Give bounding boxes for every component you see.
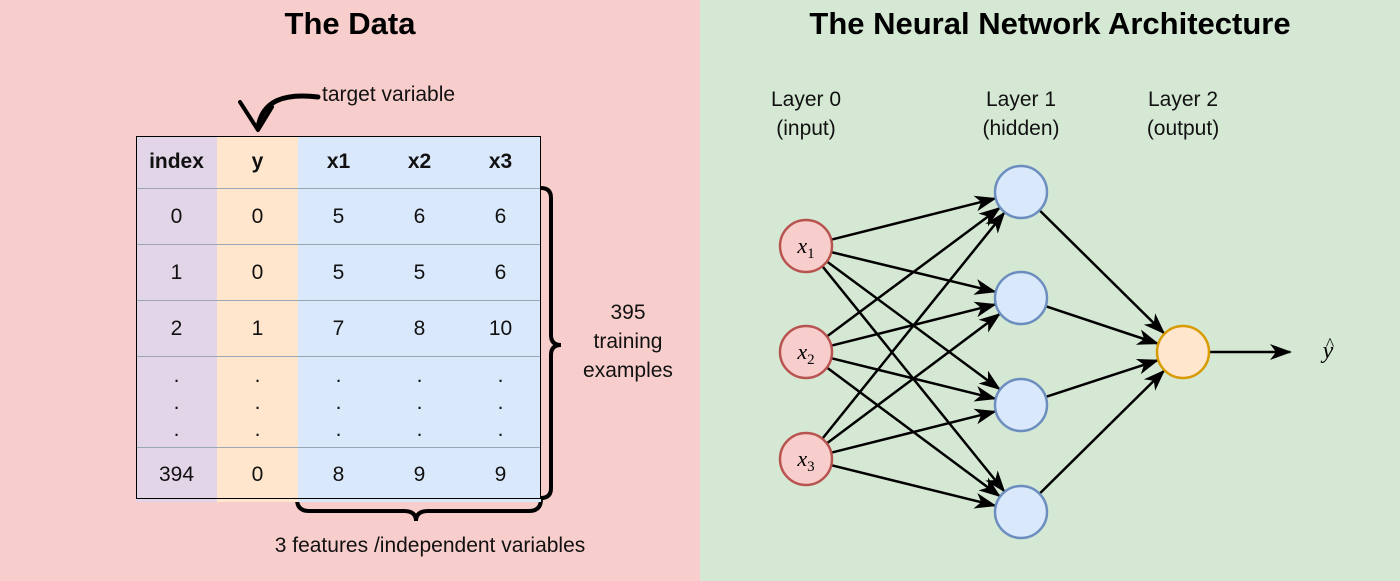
header-y: y: [217, 136, 298, 189]
table-cell: 6: [379, 188, 460, 245]
layer-0-role: (input): [776, 117, 836, 140]
hidden-node-2: [993, 270, 1049, 326]
table-cell: 1: [136, 244, 217, 301]
edge-input-3-hidden-1: [821, 211, 1006, 440]
layer-1-role: (hidden): [982, 117, 1060, 140]
training-examples-label: 395 training examples: [583, 301, 673, 382]
ellipsis-cell: . . .: [136, 356, 217, 448]
table-cell: 6: [460, 188, 541, 245]
header-x3: x3: [460, 136, 541, 189]
ellipsis-cell: . . .: [460, 356, 541, 448]
edge-hidden-1-output: [1038, 209, 1166, 335]
table-row: 394 0 8 9 9: [136, 447, 541, 502]
table-cell: 8: [298, 447, 379, 502]
table-ellipsis-row: . . . . . . . . . . . . . . .: [136, 356, 541, 448]
table-cell: 1: [217, 300, 298, 357]
table-cell: 6: [460, 244, 541, 301]
table-cell: 5: [298, 188, 379, 245]
hidden-node-1: [993, 164, 1049, 220]
layer-2-name: Layer 2: [1147, 88, 1219, 111]
features-brace: [295, 498, 543, 522]
table-cell: 9: [460, 447, 541, 502]
layer-0-name: Layer 0: [770, 88, 842, 111]
data-panel-title: The Data: [284, 6, 416, 41]
table-cell: 5: [298, 244, 379, 301]
layer-2-label: Layer 2 (output): [1123, 85, 1243, 143]
table-cell: 5: [379, 244, 460, 301]
edge-input-3-hidden-4: [830, 464, 997, 509]
table-cell: 0: [217, 188, 298, 245]
layer-0-label: Layer 0 (input): [746, 85, 866, 143]
table-cell: 8: [379, 300, 460, 357]
network-edges: [821, 195, 1292, 509]
network-nodes: x1 x2 x3 y^: [778, 164, 1335, 540]
table-cell: 10: [460, 300, 541, 357]
edge-hidden-2-output: [1045, 305, 1160, 345]
header-x1: x1: [298, 136, 379, 189]
table-cell: 0: [136, 188, 217, 245]
table-cell: 0: [217, 244, 298, 301]
input-node-3: [778, 431, 834, 487]
table-cell: 7: [298, 300, 379, 357]
edge-hidden-3-output: [1045, 359, 1160, 399]
layer-1-label: Layer 1 (hidden): [961, 85, 1081, 143]
input-node-1: [778, 218, 834, 274]
table-cell: 9: [379, 447, 460, 502]
target-variable-label: target variable: [322, 83, 456, 106]
edge-input-1-hidden-1: [830, 195, 997, 241]
table-cell: 2: [136, 300, 217, 357]
table-cell: 0: [217, 447, 298, 502]
output-label-hat: ^: [1326, 334, 1335, 354]
table-row: 1 0 5 5 6: [136, 244, 541, 301]
input-node-label: x1: [796, 233, 814, 262]
hidden-node-4: [993, 484, 1049, 540]
target-arrow-head: [238, 100, 274, 132]
input-node-label: x2: [796, 339, 814, 368]
table-header-row: index y x1 x2 x3: [136, 136, 541, 189]
table-row: 2 1 7 8 10: [136, 300, 541, 357]
target-arrow: [255, 93, 321, 131]
ellipsis-cell: . . .: [298, 356, 379, 448]
rows-brace: [540, 186, 562, 500]
edge-hidden-4-output: [1038, 369, 1166, 495]
edge-input-3-hidden-2: [826, 312, 1001, 445]
layer-1-name: Layer 1: [985, 88, 1057, 111]
network-panel-title: The Neural Network Architecture: [809, 6, 1291, 41]
input-node-label: x3: [796, 446, 814, 475]
edge-input-2-hidden-1: [826, 206, 1001, 338]
hidden-node-3: [993, 377, 1049, 433]
output-node: [1155, 324, 1211, 380]
network-diagram: x1 x2 x3 y^: [778, 164, 1335, 540]
input-node-2: [778, 324, 834, 380]
header-index: index: [136, 136, 217, 189]
data-panel-annotations: [238, 93, 562, 522]
data-table: index y x1 x2 x3 0 0 5 6 6 1 0 5 5 6 2: [136, 136, 541, 502]
table-cell: 394: [136, 447, 217, 502]
features-label: 3 features /independent variables: [274, 534, 586, 557]
output-label: y: [1321, 338, 1334, 364]
table-row: 0 0 5 6 6: [136, 188, 541, 245]
ellipsis-cell: . . .: [379, 356, 460, 448]
network-panel: The Neural Network Architecture Layer 0 …: [700, 0, 1400, 581]
ellipsis-cell: . . .: [217, 356, 298, 448]
data-panel: The Data target variable index y x1 x2 x…: [0, 0, 700, 581]
edge-input-3-hidden-3: [830, 408, 997, 454]
header-x2: x2: [379, 136, 460, 189]
layer-2-role: (output): [1146, 117, 1220, 140]
